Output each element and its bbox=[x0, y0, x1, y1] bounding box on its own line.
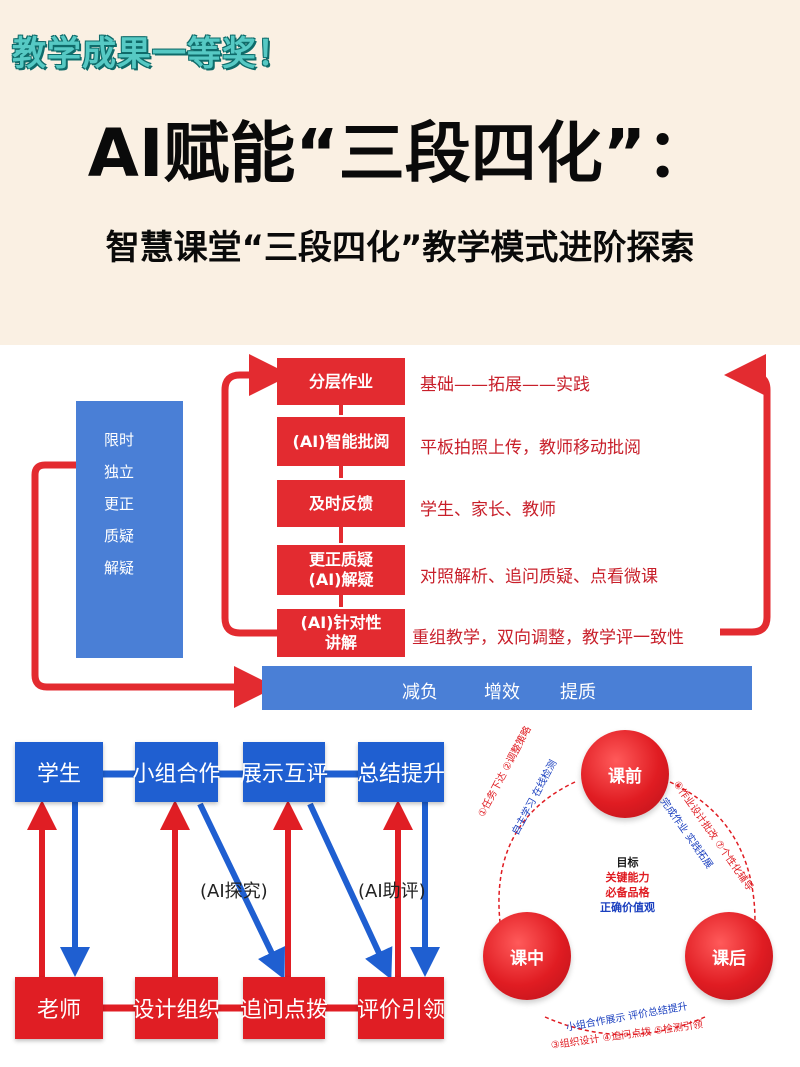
student-teacher-diagram: 学生 小组合作 展示互评 总结提升 老师 设计组织 追问点拨 评价引领 (AI探… bbox=[0, 712, 455, 1067]
circle-label: 课后 bbox=[712, 948, 746, 969]
cycle-arcs bbox=[498, 781, 756, 1036]
goal-line: 正确价值观 bbox=[600, 901, 655, 914]
step-label: 讲解 bbox=[324, 633, 357, 652]
header-banner: 教学成果一等奖！ AI赋能“三段四化”： 智慧课堂“三段四化”教学模式进阶探索 bbox=[0, 0, 800, 345]
ai-assess-tag: (AI助评) bbox=[358, 881, 426, 902]
outcome-item: 增效 bbox=[484, 682, 520, 703]
left-steps-panel: 限时 独立 更正 质疑 解疑 bbox=[76, 401, 183, 658]
step-layered-homework: 分层作业 bbox=[277, 358, 405, 405]
step-label: (AI)针对性 bbox=[300, 613, 382, 632]
flow-arrows bbox=[31, 354, 771, 708]
step-label: 及时反馈 bbox=[308, 493, 373, 513]
step-label: 更正质疑 bbox=[308, 550, 373, 569]
step-targeted-teaching: (AI)针对性 讲解 bbox=[277, 609, 405, 657]
goal-line: 必备品格 bbox=[605, 886, 650, 899]
step-feedback: 及时反馈 bbox=[277, 480, 405, 527]
evaluation-box: 评价引领 bbox=[357, 977, 445, 1039]
step-desc: 基础——拓展——实践 bbox=[420, 375, 590, 395]
goal-line: 关键能力 bbox=[605, 871, 650, 884]
interaction-arrows bbox=[27, 770, 440, 1012]
step-desc: 平板拍照上传，教师移动批阅 bbox=[420, 438, 641, 458]
after-class-circle: 课后 bbox=[685, 912, 773, 1000]
page-title: AI赋能“三段四化”： bbox=[87, 115, 713, 192]
panel-item: 独立 bbox=[104, 463, 135, 481]
questioning-box: 追问点拨 bbox=[240, 977, 328, 1039]
step-desc: 学生、家长、教师 bbox=[420, 500, 556, 520]
outcome-item: 提质 bbox=[560, 682, 596, 703]
step-desc: 重组教学，双向调整，教学评一致性 bbox=[412, 628, 684, 648]
panel-item: 解疑 bbox=[104, 559, 135, 577]
step-desc: 对照解析、追问质疑、点看微课 bbox=[420, 567, 658, 587]
loop-arrow-right bbox=[720, 354, 771, 636]
step-label: (AI)智能批阅 bbox=[292, 431, 390, 451]
step-label: (AI)解疑 bbox=[308, 570, 374, 589]
ai-explore-tag: (AI探究) bbox=[200, 881, 268, 902]
outcome-item: 减负 bbox=[402, 682, 438, 703]
panel-item: 更正 bbox=[104, 495, 135, 513]
goal-title: 目标 bbox=[616, 856, 639, 869]
outcome-bar: 减负 增效 提质 bbox=[262, 666, 752, 710]
circle-label: 课前 bbox=[608, 766, 642, 787]
before-class-circle: 课前 bbox=[581, 730, 669, 818]
loop-arrow-left bbox=[221, 354, 291, 637]
step-correction: 更正质疑 (AI)解疑 bbox=[277, 545, 405, 595]
student-box: 学生 bbox=[15, 742, 103, 802]
step-ai-grading: (AI)智能批阅 bbox=[277, 417, 405, 466]
page-subtitle: 智慧课堂“三段四化”教学模式进阶探索 bbox=[105, 228, 695, 268]
panel-item: 限时 bbox=[104, 431, 135, 449]
design-organize-box: 设计组织 bbox=[133, 977, 221, 1039]
panel-to-bar-arrow bbox=[31, 461, 276, 708]
cycle-diagram: 课前 课中 课后 目标 关键能力 必备品格 正确价值观 ①任务下达 ②调整策略 … bbox=[455, 712, 800, 1067]
step-label: 分层作业 bbox=[308, 371, 373, 391]
group-cooperation-box: 小组合作 bbox=[133, 742, 221, 802]
flow-diagram-homework: 限时 独立 更正 质疑 解疑 分层作业 基础——拓展——实践 (AI)智能批阅 … bbox=[0, 345, 800, 710]
award-badge: 教学成果一等奖！ bbox=[12, 34, 292, 74]
panel-item: 质疑 bbox=[104, 527, 135, 545]
summary-box: 总结提升 bbox=[357, 742, 445, 802]
circle-label: 课中 bbox=[510, 948, 544, 969]
in-class-circle: 课中 bbox=[483, 912, 571, 1000]
teacher-box: 老师 bbox=[15, 977, 103, 1039]
peer-review-box: 展示互评 bbox=[240, 742, 328, 802]
